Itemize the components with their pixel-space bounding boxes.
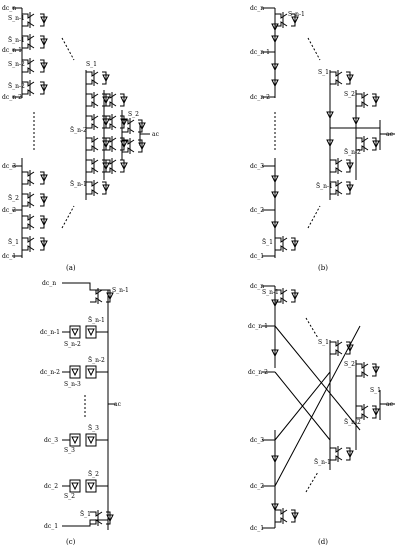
panel-b (262, 7, 395, 258)
panel-b-diodes (271, 12, 299, 252)
a-switch-label-1: S_n-1 (8, 15, 25, 22)
c-dc-n: dc_n (42, 280, 56, 287)
c-switch-label-5: S_n-3 (64, 381, 81, 388)
a-switch-label-s2: S_2 (128, 111, 139, 118)
c-switch-label-7: S_3 (64, 447, 75, 454)
d-switch-label-2: S_1 (318, 339, 329, 346)
b-switch-label-1: S_n-1 (288, 11, 305, 18)
a-switch-label-ns2: S̄_n-2 (70, 127, 87, 134)
c-dc-n-1: dc_n-1 (40, 329, 60, 336)
panel-b-dc-taps (262, 7, 275, 257)
c-dc-1: dc_1 (44, 523, 58, 530)
b-dc-3: dc_3 (250, 163, 264, 170)
panel-c-dc-taps (62, 282, 116, 527)
a-dc-3: dc_3 (2, 163, 16, 170)
c-dc-3: dc_3 (44, 437, 58, 444)
c-switch-label-9: S_2 (64, 493, 75, 500)
panel-a (12, 7, 150, 258)
b-switch-label-2: S_1 (318, 69, 329, 76)
d-switch-label-6: S̄_n-1 (314, 459, 331, 466)
c-switch-label-3: S_n-2 (64, 341, 81, 348)
b-dc-n-1: dc_n-1 (250, 49, 270, 56)
b-caption: (b) (318, 264, 328, 272)
a-dc-n-2: dc_n-2 (2, 94, 22, 101)
b-switch-label-3: S_2 (344, 91, 355, 98)
d-switch-label-5: S̄_n-2 (344, 419, 361, 426)
panel-c (62, 282, 116, 530)
panel-d-crossing-lines (271, 288, 361, 524)
a-ac-label: ac (152, 131, 160, 138)
panel-d-pyramid (329, 340, 395, 470)
b-dc-n-2: dc_n-2 (250, 94, 270, 101)
a-dc-n: dc_n (2, 5, 16, 12)
c-dc-n-2: dc_n-2 (40, 369, 60, 376)
c-caption: (c) (66, 538, 76, 546)
b-dc-n: dc_n (250, 5, 264, 12)
panel-b-ellipsis (274, 37, 321, 229)
b-switch-label-6: S̄_1 (262, 239, 273, 246)
c-switch-label-1: S_n-1 (112, 287, 129, 294)
c-switch-label-10: S̄_1 (80, 511, 91, 518)
d-switch-label-3: S_2 (344, 361, 355, 368)
b-ac-label: ac (386, 131, 394, 138)
c-switch-label-8: S̄_2 (88, 471, 99, 478)
d-caption: (d) (318, 538, 328, 546)
b-dc-1: dc_1 (250, 253, 264, 260)
panel-d (262, 285, 395, 529)
d-dc-2: dc_2 (250, 483, 264, 490)
a-switch-label-2: S̄_n-1 (8, 37, 25, 44)
panel-c-switch-pairs (69, 288, 114, 526)
d-dc-n-2: dc_n-2 (248, 369, 268, 376)
c-ac-label: ac (114, 401, 122, 408)
d-ac-label: ac (386, 401, 394, 408)
c-dc-2: dc_2 (44, 483, 58, 490)
panel-a-dc-taps (12, 7, 22, 257)
a-dc-2: dc_2 (2, 207, 16, 214)
labels: dc_n dc_n-1 dc_n-2 dc_3 dc_2 dc_1 ac S_1… (2, 5, 394, 546)
d-dc-1: dc_1 (250, 525, 264, 532)
a-switch-label-ns1: S̄_n-1 (70, 181, 87, 188)
c-switch-label-4: S̄_n-2 (88, 357, 105, 364)
b-switch-label-5: S̄_n-1 (316, 183, 333, 190)
a-switch-label-4: S̄_n-2 (8, 83, 25, 90)
d-switch-label-1: S_n-1 (262, 289, 279, 296)
d-dc-3: dc_3 (250, 437, 264, 444)
panel-a-diagonal-ellipsis (61, 37, 75, 229)
d-switch-label-4: S_1 (370, 387, 381, 394)
panel-b-pyramid (326, 70, 395, 200)
panel-a-pyramid (85, 70, 150, 200)
a-switch-label-bs1: S̄_1 (8, 239, 19, 246)
b-dc-2: dc_2 (250, 207, 264, 214)
d-dc-n: dc_n (250, 283, 264, 290)
a-dc-1: dc_1 (2, 253, 16, 260)
panel-d-dc-taps (262, 285, 275, 529)
panel-a-left-switches (22, 12, 48, 252)
c-switch-label-6: S̄_3 (88, 425, 99, 432)
a-caption: (a) (66, 264, 76, 272)
a-dc-n-1: dc_n-1 (2, 47, 22, 54)
a-switch-label-3: S_n-2 (8, 61, 25, 68)
a-switch-label-bs2: S̄_2 (8, 195, 19, 202)
b-switch-label-4: S̄_n-2 (344, 149, 361, 156)
d-dc-n-1: dc_n-1 (248, 323, 268, 330)
c-switch-label-2: S̄_n-1 (88, 317, 105, 324)
a-switch-label-top: S_1 (86, 61, 97, 68)
